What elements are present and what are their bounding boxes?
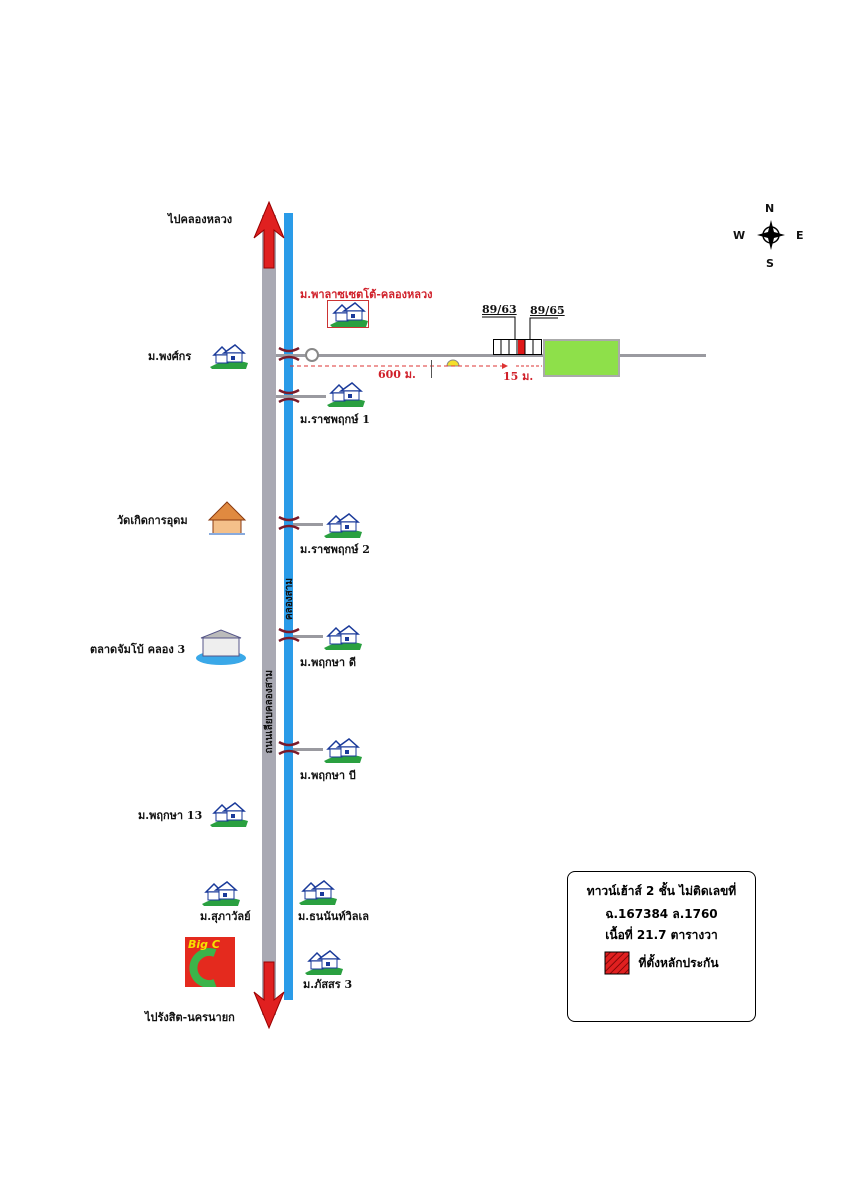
canal [284,213,293,1000]
distance-15: 15 ม. [503,370,534,383]
to-south-label: ไปรังสิต-นครนายก [145,1011,235,1024]
village-ratchaphruek2-label: ม.ราชพฤกษ์ 2 [300,543,370,556]
side-road [276,354,706,357]
distance-lines [290,363,542,369]
house-number-8963: 89/63 [482,303,517,316]
house-icon [298,880,337,905]
village-ratchaphruek1-label: ม.ราชพฤกษ์ 1 [300,413,370,426]
house-icon [326,382,365,407]
main-road [262,215,276,1015]
bridge-icon [278,347,300,361]
compass-w: W [733,229,746,242]
south-arrow-icon [253,961,285,1030]
compass-e: E [796,229,804,242]
to-north-label: ไปคลองหลวง [168,213,233,226]
bridge-icon [278,389,300,403]
village-pala-label: ม.พาลาซเซตโต้-คลองหลวง [300,288,433,301]
legend-box: ทาวน์เฮ้าส์ 2 ชั้น ไม่ติดเลขที่ ฉ.167384… [567,871,756,1022]
bridge-icon [278,628,300,642]
bigc-text: Big C [188,938,220,951]
collateral-marker-icon [604,951,630,975]
village-phruksa13-label: ม.พฤกษา 13 [138,809,203,822]
house-number-leaders [482,316,558,340]
village-phruksa-d-label: ม.พฤกษา ดี [300,656,357,669]
market-icon [196,629,246,665]
compass-s: S [766,257,774,270]
legend-marker-label: ที่ตั้งหลักประกัน [638,955,719,970]
house-icon [323,513,362,538]
legend-area: เนื้อที่ 21.7 ตารางวา [605,928,718,942]
house-icon [304,950,343,975]
house-icon [209,802,248,827]
canal-name-label: คลองสาม [284,578,295,621]
side-road-4 [293,635,323,638]
green-plot [543,339,620,377]
compass-icon [757,220,785,250]
bridge-icon [278,741,300,755]
village-thanan-label: ม.ธนนันท์วิลเล [298,910,370,923]
distance-600: 600 ม. [378,368,416,381]
legend-title: ทาวน์เฮ้าส์ 2 ชั้น ไม่ติดเลขที่ [586,884,737,898]
house-icon [327,300,369,328]
tick [431,360,432,378]
north-arrow-icon [253,200,285,269]
house-icon [323,738,362,763]
house-icon [201,881,240,906]
side-road-3 [293,523,323,526]
side-road-2 [276,395,326,398]
temple-label: วัดเกิดการอุดม [117,514,188,527]
village-supawan-label: ม.สุภาวัลย์ [200,910,251,923]
village-phruksa-b-label: ม.พฤกษา บี [300,769,356,782]
bigc-logo [185,937,235,987]
village-passorn3-label: ม.ภัสสร 3 [303,978,353,991]
side-road-5 [293,748,323,751]
house-number-8965: 89/65 [530,304,565,317]
village-phongkorn-label: ม.พงศ์กร [148,350,192,363]
market-label: ตลาดจัมโบ้ คลอง 3 [90,643,186,656]
townhouse-row [493,339,542,355]
bridge-icon [278,516,300,530]
compass-n: N [765,202,775,215]
roundabout-icon [305,348,319,362]
temple-icon [207,501,247,535]
house-icon [323,625,362,650]
legend-deed: ฉ.167384 ล.1760 [605,907,718,921]
house-icon [209,344,248,369]
road-name-label: ถนนเลียบคลองสาม [264,670,275,754]
